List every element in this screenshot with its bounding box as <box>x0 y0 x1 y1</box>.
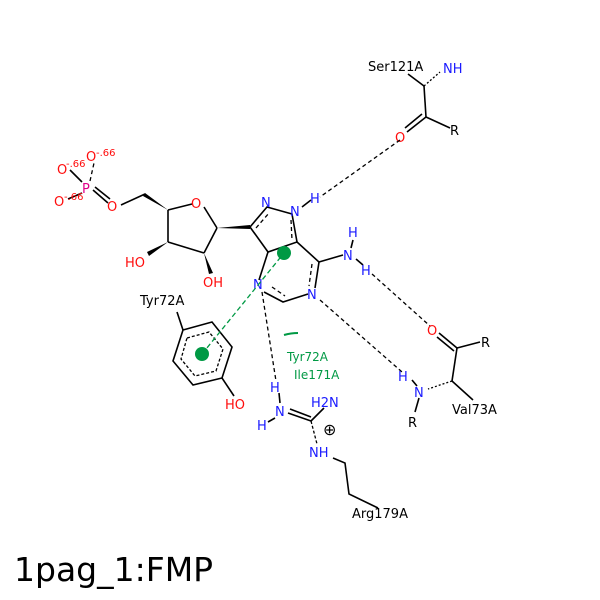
atom-n: N <box>275 405 285 420</box>
atom-p: P <box>82 182 90 197</box>
atom-o: O <box>107 200 117 215</box>
diagram-title: 1pag_1:FMP <box>14 550 214 589</box>
atom-o: O <box>427 324 437 339</box>
atom-r: R <box>481 336 490 351</box>
atom-n: N <box>261 196 271 211</box>
atom-n: N <box>343 249 353 264</box>
residue-arg179a: H N H H2N NH ⊕ Arg179A <box>257 381 408 522</box>
atom-o: O <box>191 197 201 212</box>
positive-charge-icon: ⊕ <box>323 420 336 439</box>
ribose-phosphate: O O HO OH P O -.66 O -.66 O -.66 <box>54 148 250 291</box>
atom-h: H <box>270 381 280 396</box>
residue-ser121a: Ser121A NH O R <box>368 60 463 146</box>
residue-label-ser121a: Ser121A <box>368 60 423 75</box>
atom-h: H <box>398 370 408 385</box>
atom-n: N <box>414 386 424 401</box>
atom-ho: HO <box>225 398 245 413</box>
atom-oh: OH <box>203 276 223 291</box>
atom-r: R <box>450 124 459 139</box>
atom-r: R <box>408 416 417 431</box>
hydrophobic-label-ile171a: Ile171A <box>294 368 340 382</box>
residue-val73a: O R H N R Val73A <box>398 324 497 431</box>
pi-stacking-interaction: Tyr72A Ile171A <box>201 252 340 382</box>
atom-o-charged: O <box>54 195 64 210</box>
atom-h: H <box>310 192 320 207</box>
atom-charge: -.66 <box>66 159 86 170</box>
atom-n: N <box>290 205 300 220</box>
atom-charge: -.66 <box>64 192 84 203</box>
residue-tyr72a: Tyr72A HO <box>139 294 245 413</box>
hydrogen-bonds <box>261 139 431 382</box>
atom-nh: NH <box>443 62 463 77</box>
residue-label-arg179a: Arg179A <box>352 507 408 522</box>
atom-h2n: H2N <box>311 396 339 411</box>
atom-h: H <box>348 226 358 241</box>
atom-charge: -.66 <box>96 148 116 159</box>
atom-o-charged: O <box>86 150 96 165</box>
atom-o-charged: O <box>57 163 67 178</box>
residue-label-tyr72a: Tyr72A <box>139 294 184 309</box>
atom-nh: NH <box>309 446 329 461</box>
hydrophobic-arc <box>283 332 299 336</box>
residue-label-val73a: Val73A <box>452 403 497 418</box>
atom-h: H <box>257 419 267 434</box>
atom-h: H <box>361 264 371 279</box>
ligand-core: N N H N N N H H <box>248 192 371 303</box>
atom-o: O <box>395 131 405 146</box>
atom-n: N <box>307 288 317 303</box>
hydrophobic-label-tyr72a: Tyr72A <box>286 350 329 364</box>
atom-ho: HO <box>125 256 145 271</box>
